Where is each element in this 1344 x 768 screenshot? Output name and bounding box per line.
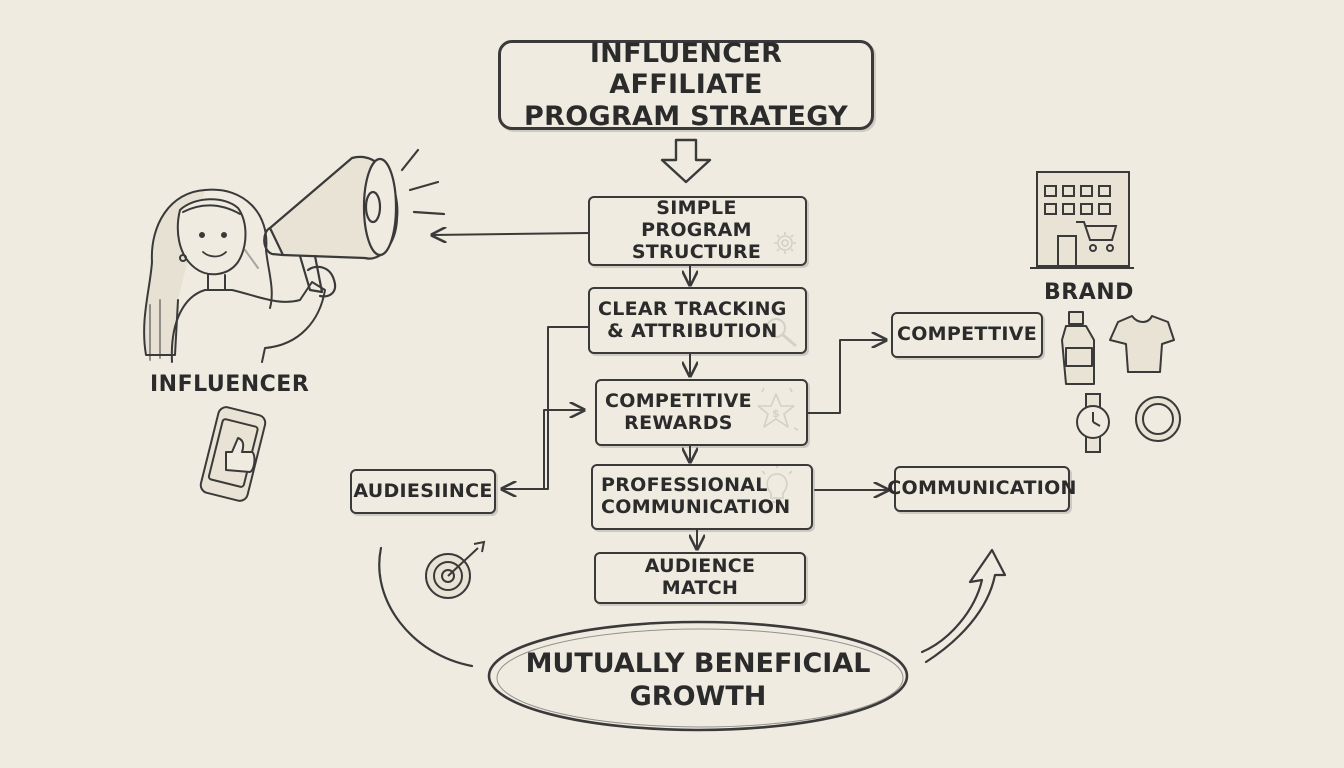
audience-box: AUDIESIINCE [350,469,496,514]
step-label: CLEAR TRACKING & ATTRIBUTION [598,297,787,342]
step-label: COMPETITIVE REWARDS [605,389,752,434]
title-down-arrow [660,138,712,184]
right-growth-arrow [920,548,1007,664]
watch-icon [1076,393,1110,453]
megaphone-icon [263,148,446,298]
step-label: AUDIENCE MATCH [644,555,756,599]
title-box: INFLUENCER AFFILIATE PROGRAM STRATEGY [498,38,874,132]
brand-label: BRAND [1044,280,1134,305]
arrow-to-influencer [432,233,589,235]
step-competitive-rewards: COMPETITIVE REWARDS [595,379,808,446]
influencer-figure [143,188,326,363]
arrow-audience-to-rewards [543,410,584,490]
competitive-box-label: COMPETTIVE [896,323,1038,346]
phone-thumbs-up-icon [199,406,267,502]
outcome-text: MUTUALLY BENEFICIAL GROWTH [525,648,871,712]
step-clear-tracking: CLEAR TRACKING & ATTRIBUTION [588,287,807,354]
arrow-to-competitive [807,340,886,414]
left-growth-curve [378,546,474,668]
tshirt-icon [1109,315,1175,373]
store-building-icon [1030,171,1134,269]
outcome-ellipse [487,620,909,732]
communication-box: COMMUNICATION [887,466,1076,512]
target-icon [425,540,486,599]
bottle-icon [1061,311,1095,385]
arrow-to-audience [502,326,589,489]
influencer-label: INFLUENCER [150,372,310,397]
step-professional-communication: PROFESSIONAL COMMUNICATION [591,464,813,530]
audience-box-label: AUDIESIINCE [353,479,493,502]
step-simple-program-structure: SIMPLE PROGRAM STRUCTURE [588,196,807,266]
communication-box-label: COMMUNICATION [887,477,1077,500]
step-audience-match: AUDIENCE MATCH [594,552,806,604]
ring-icon [1135,396,1181,442]
competitive-box: COMPETTIVE [891,312,1043,358]
outcome-ellipse-sketch [496,628,904,728]
step-label: SIMPLE PROGRAM STRUCTURE [631,197,762,263]
step-label: PROFESSIONAL COMMUNICATION [601,474,791,518]
diagram-title: INFLUENCER AFFILIATE PROGRAM STRATEGY [524,38,848,132]
